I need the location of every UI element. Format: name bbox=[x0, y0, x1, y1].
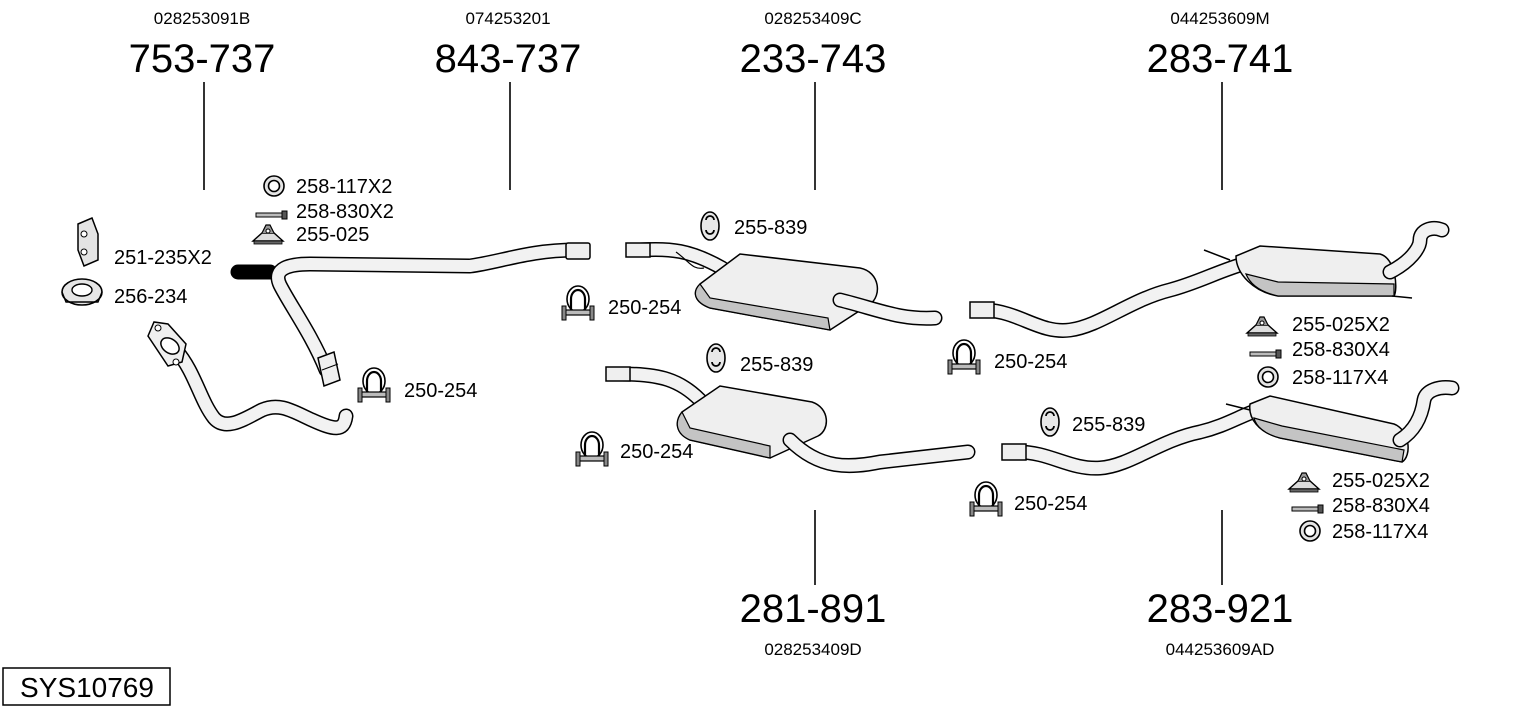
bolt-icon bbox=[1249, 349, 1282, 359]
front-pipe-753-737[interactable] bbox=[147, 321, 354, 436]
part-number-283-741[interactable]: 283-741 bbox=[1147, 37, 1294, 81]
gasket-ring-icon bbox=[1299, 520, 1321, 542]
accessory-group-3: 255-025X2 258-830X4 258-117X4 bbox=[1246, 314, 1390, 389]
accessory-clamp-a: 250-254 bbox=[560, 284, 681, 322]
part-number-843-737[interactable]: 843-737 bbox=[435, 37, 582, 81]
oem-number-233-743: 028253409C bbox=[764, 9, 861, 28]
oem-number-281-891: 028253409D bbox=[764, 640, 861, 659]
part-number-281-891[interactable]: 281-891 bbox=[740, 587, 887, 631]
gasket-ring-icon bbox=[263, 175, 285, 197]
accessory-label: 255-839 bbox=[734, 217, 807, 239]
accessory-group-1: 258-117X2 258-830X2 255-025 bbox=[252, 175, 394, 246]
accessory-hanger-c: 255-839 bbox=[1040, 407, 1145, 437]
accessory-hanger-b: 255-839 bbox=[706, 343, 813, 376]
accessory-label: 258-830X4 bbox=[1292, 339, 1390, 361]
pipe-clamp-icon bbox=[574, 430, 610, 468]
system-code-box: SYS10769 bbox=[2, 667, 171, 706]
centre-silencer-281-891[interactable] bbox=[605, 366, 976, 474]
accessory-label: 256-234 bbox=[114, 286, 187, 308]
rubber-hanger-icon bbox=[706, 343, 726, 373]
pipe-clamp-icon bbox=[356, 366, 392, 404]
accessory-label: 258-830X2 bbox=[296, 201, 394, 223]
gasket-ring-icon bbox=[1257, 366, 1279, 388]
accessory-label: 251-235X2 bbox=[114, 247, 212, 269]
bolt-icon bbox=[1291, 504, 1324, 514]
accessory-label: 258-117X4 bbox=[1332, 521, 1428, 543]
part-number-233-743[interactable]: 233-743 bbox=[740, 37, 887, 81]
accessory-label: 250-254 bbox=[620, 441, 693, 463]
accessory-label: 255-025 bbox=[296, 224, 369, 246]
accessory-label: 258-117X4 bbox=[1292, 367, 1388, 389]
accessory-clamp-d: 250-254 bbox=[946, 338, 1067, 376]
accessory-label: 250-254 bbox=[994, 351, 1067, 373]
accessory-clamp-b: 250-254 bbox=[356, 366, 477, 404]
rubber-mount-icon bbox=[252, 224, 284, 245]
accessory-label: 250-254 bbox=[608, 297, 681, 319]
accessory-group-2: 251-235X2 256-234 bbox=[61, 217, 212, 308]
accessory-hanger-a: 255-839 bbox=[700, 211, 807, 241]
bolt-icon bbox=[255, 210, 288, 220]
rear-silencer-283-741[interactable] bbox=[969, 220, 1450, 338]
pipe-clamp-icon bbox=[946, 338, 982, 376]
rubber-hanger-icon bbox=[700, 211, 720, 241]
accessory-label: 255-025X2 bbox=[1332, 470, 1430, 492]
rubber-mount-icon bbox=[1246, 316, 1278, 337]
rubber-hanger-icon bbox=[1040, 407, 1060, 437]
accessory-label: 258-830X4 bbox=[1332, 495, 1430, 517]
accessory-label: 255-839 bbox=[740, 354, 813, 376]
rear-silencer-283-921[interactable] bbox=[1001, 380, 1460, 476]
intermediate-pipe-843-737[interactable] bbox=[230, 242, 591, 388]
oem-number-753-737: 028253091B bbox=[154, 9, 250, 28]
accessory-label: 258-117X2 bbox=[296, 176, 392, 198]
pipe-clamp-icon bbox=[968, 480, 1004, 518]
accessory-label: 255-839 bbox=[1072, 414, 1145, 436]
oem-number-283-921: 044253609AD bbox=[1166, 640, 1275, 659]
accessory-label: 255-025X2 bbox=[1292, 314, 1390, 336]
accessory-clamp-c: 250-254 bbox=[574, 430, 693, 468]
centre-silencer-233-743[interactable] bbox=[625, 241, 943, 331]
accessory-group-4: 255-025X2 258-830X4 258-117X4 bbox=[1288, 470, 1430, 543]
part-number-753-737[interactable]: 753-737 bbox=[129, 37, 276, 81]
accessory-label: 250-254 bbox=[404, 380, 477, 402]
oem-number-843-737: 074253201 bbox=[465, 9, 550, 28]
rubber-mount-icon bbox=[1288, 472, 1320, 493]
bracket-icon bbox=[77, 217, 99, 267]
oem-number-283-741: 044253609M bbox=[1170, 9, 1269, 28]
accessory-label: 250-254 bbox=[1014, 493, 1087, 515]
pipe-clamp-icon bbox=[560, 284, 596, 322]
accessory-clamp-e: 250-254 bbox=[968, 480, 1087, 518]
part-number-283-921[interactable]: 283-921 bbox=[1147, 587, 1294, 631]
cone-gasket-icon bbox=[61, 278, 103, 306]
system-code: SYS10769 bbox=[20, 672, 154, 703]
